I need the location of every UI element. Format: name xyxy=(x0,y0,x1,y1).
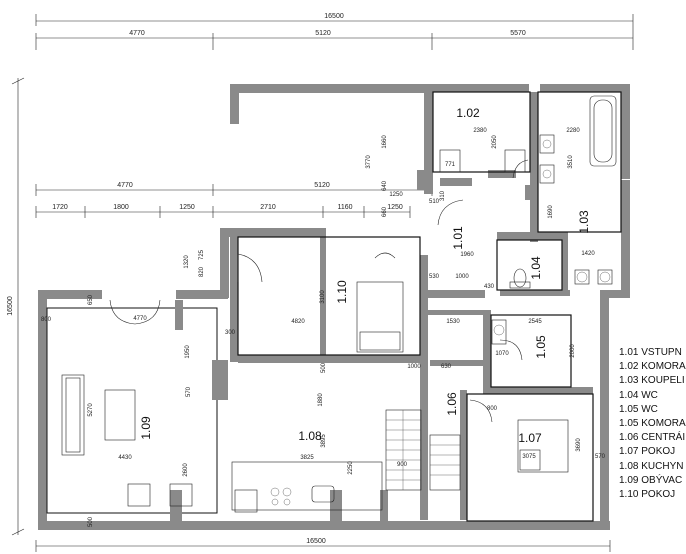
dim-inner-6: 1660 xyxy=(382,135,388,149)
room-label-1-02: 1.02 xyxy=(456,106,480,120)
dim-inner-11: 1420 xyxy=(581,251,595,257)
room-label-1-04: 1.04 xyxy=(529,256,543,280)
legend-item: 1.07 POKOJ xyxy=(619,446,676,458)
legend-item: 1.10 POKOJ xyxy=(619,489,676,501)
dim-inner-30: 2600 xyxy=(183,463,189,477)
dim-inner-5: 3770 xyxy=(366,155,372,169)
dim-top-3: 5570 xyxy=(510,30,526,37)
dim-inner-29: 4770 xyxy=(133,316,147,322)
dim-bottom-total: 16500 xyxy=(306,538,326,545)
dim-third-3: 1250 xyxy=(179,204,195,211)
room-label-1-08: 1.08 xyxy=(298,429,322,443)
interior-walls xyxy=(170,92,593,525)
legend-item: 1.03 KOUPELI xyxy=(619,375,685,387)
dim-inner-13: 1000 xyxy=(455,274,469,280)
dim-second-1: 4770 xyxy=(117,182,133,189)
legend-item: 1.06 CENTRÁI xyxy=(619,432,686,444)
dim-inner-27: 5270 xyxy=(88,403,94,417)
dim-inner-3: 2050 xyxy=(492,135,498,149)
dim-inner-23: 4430 xyxy=(118,455,132,461)
room-outlines xyxy=(237,91,622,522)
top-dimension-lines: 16500 4770 5120 5570 4770 5120 1720 1800… xyxy=(35,13,634,218)
room-label-1-06: 1.06 xyxy=(445,392,459,416)
dim-third-1: 1720 xyxy=(52,204,68,211)
dim-inner-34: 300 xyxy=(225,330,236,336)
dim-inner-38: 1690 xyxy=(548,205,554,219)
dim-third-4: 2710 xyxy=(260,204,276,211)
dim-inner-9: 771 xyxy=(445,162,456,168)
room-label-1-05: 1.05 xyxy=(534,335,548,359)
legend-item: 1.09 OBÝVAC xyxy=(619,474,683,486)
dim-inner-28: 1950 xyxy=(185,345,191,359)
dim-inner-24: 3825 xyxy=(300,455,314,461)
dim-third-2: 1800 xyxy=(113,204,129,211)
dim-inner-20: 1000 xyxy=(407,364,421,370)
dim-inner-4: 3510 xyxy=(568,155,574,169)
dim-second-2: 5120 xyxy=(314,182,330,189)
legend-item: 1.02 KOMORA xyxy=(619,361,686,373)
room-labels: 1.02 1.03 1.01 1.04 1.05 1.06 1.07 1.08 … xyxy=(139,106,591,445)
dim-inner-40: 800 xyxy=(487,406,498,412)
dim-inner-18: 2545 xyxy=(528,319,542,325)
room-label-1-07: 1.07 xyxy=(518,431,542,445)
dim-inner-52: 310 xyxy=(440,190,446,201)
dim-inner-21: 630 xyxy=(441,364,452,370)
dim-inner-7: 640 xyxy=(382,180,388,191)
dim-inner-25: 3895 xyxy=(321,434,327,448)
legend-item: 1.05 WC xyxy=(619,403,658,415)
dim-inner-48: 820 xyxy=(199,266,205,277)
dim-inner-51: 510 xyxy=(429,199,440,205)
dim-inner-10: 1960 xyxy=(460,252,474,258)
bottom-dimension-line: 16500 xyxy=(35,538,611,552)
dim-inner-26: 1880 xyxy=(318,393,324,407)
dim-inner-42: 3690 xyxy=(576,438,582,452)
legend-item: 1.05 KOMORA xyxy=(619,418,686,430)
room-label-1-03: 1.03 xyxy=(577,210,591,234)
dim-inner-49: 1320 xyxy=(184,255,190,269)
dim-inner-2: 2280 xyxy=(566,128,580,134)
legend-item: 1.08 KUCHYN xyxy=(619,460,684,472)
furniture xyxy=(61,95,617,513)
dim-inner-43: 2250 xyxy=(348,461,354,475)
dim-inner-39: 1070 xyxy=(495,351,509,357)
dim-inner-36: 1250 xyxy=(389,192,403,198)
dim-inner-1: 2380 xyxy=(473,128,487,134)
dim-inner-44: 570 xyxy=(186,386,192,397)
dim-inner-22: 3075 xyxy=(522,454,536,460)
dim-inner-15: 3100 xyxy=(320,290,326,304)
legend-item: 1.01 VSTUPN xyxy=(619,347,682,358)
room-label-1-01: 1.01 xyxy=(451,226,465,250)
dim-inner-14: 430 xyxy=(484,284,495,290)
room-legend: 1.01 VSTUPN 1.02 KOMORA 1.03 KOUPELI 1.0… xyxy=(619,346,686,502)
room-label-1-10: 1.10 xyxy=(335,280,349,304)
door-swings xyxy=(109,159,529,423)
dim-inner-17: 1530 xyxy=(446,319,460,325)
dim-overall-width: 16500 xyxy=(324,13,344,20)
dim-inner-12: 530 xyxy=(429,274,440,280)
room-label-1-09: 1.09 xyxy=(139,416,153,440)
inner-dimensions: 2380 2280 2050 3510 3770 1660 640 660 77… xyxy=(41,128,606,527)
dim-inner-35: 500 xyxy=(321,362,327,373)
dim-third-6: 1250 xyxy=(387,204,403,211)
dim-top-2: 5120 xyxy=(315,30,331,37)
dim-inner-16: 4820 xyxy=(291,319,305,325)
dim-inner-47: 725 xyxy=(199,249,205,260)
dim-inner-41: 570 xyxy=(595,454,606,460)
dim-inner-19: 2000 xyxy=(570,344,576,358)
left-dimension-line: 16500 xyxy=(7,77,25,536)
legend-item: 1.04 WC xyxy=(619,389,658,401)
dim-overall-height: 16500 xyxy=(7,296,14,316)
dim-inner-31: 900 xyxy=(397,462,408,468)
dim-inner-35b: 500 xyxy=(88,516,94,527)
dim-inner-33: 650 xyxy=(88,294,94,305)
outer-walls xyxy=(38,84,630,530)
dim-inner-8: 660 xyxy=(382,206,388,217)
dim-third-5: 1160 xyxy=(337,204,352,211)
dim-inner-32: 800 xyxy=(41,317,52,323)
dim-top-1: 4770 xyxy=(129,30,145,37)
